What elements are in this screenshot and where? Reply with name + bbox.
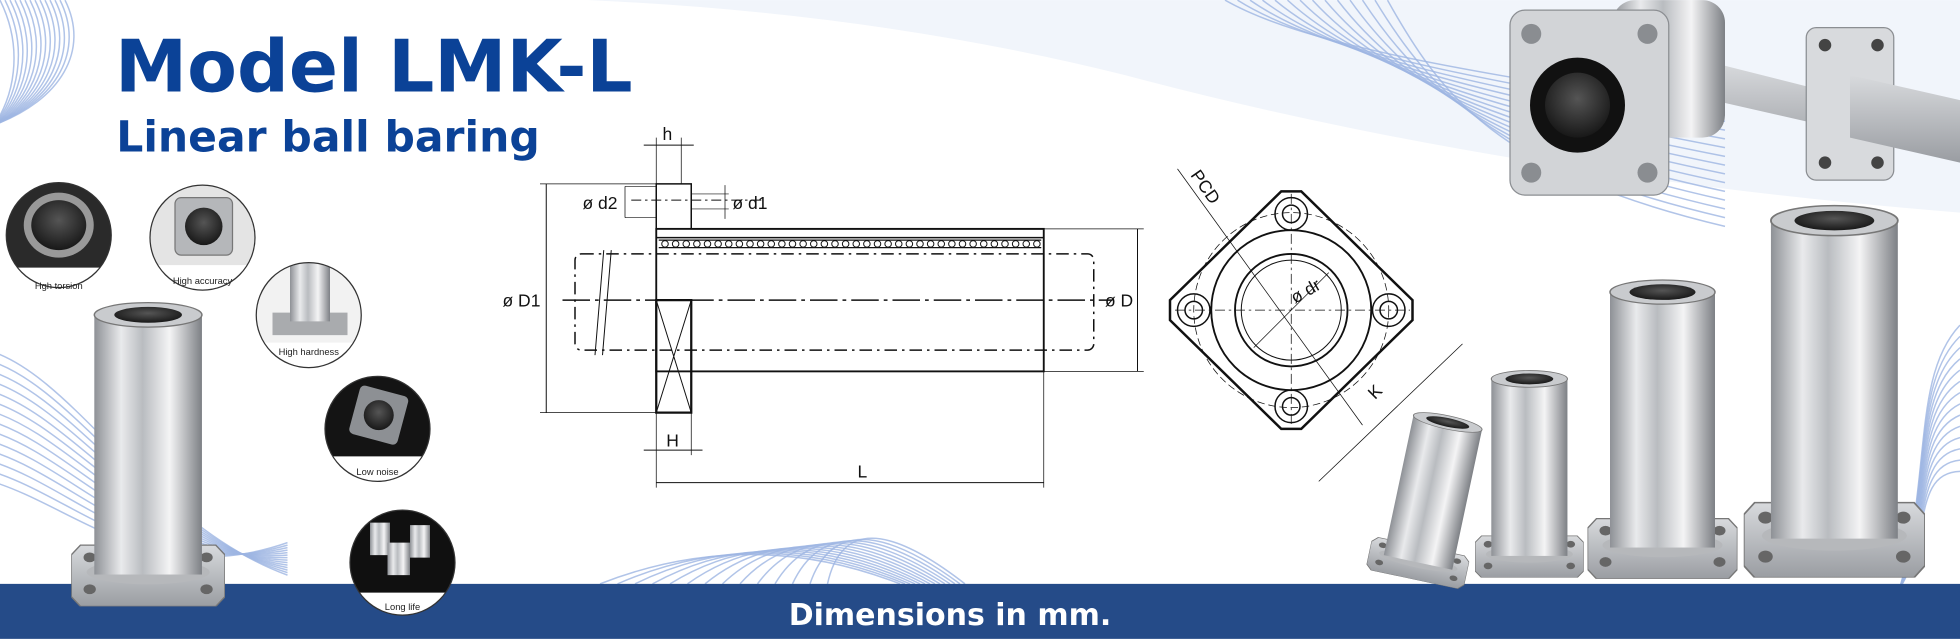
dim-label-d1: ø d1 bbox=[733, 193, 768, 213]
product-image-small bbox=[1475, 370, 1584, 578]
wave-line bbox=[0, 0, 70, 124]
wave-line bbox=[0, 0, 47, 123]
product-image-large bbox=[1743, 204, 1925, 578]
wave-line bbox=[1386, 0, 1726, 228]
ball-mark bbox=[1011, 240, 1020, 248]
dim-label-d2: ø d2 bbox=[583, 193, 618, 213]
side-view-drawing: h ø d2 ø d1 ø D1 ø D H L bbox=[503, 124, 1144, 488]
feature-label: Hgh torsion bbox=[35, 281, 83, 291]
ball-mark bbox=[990, 240, 999, 248]
ball-mark bbox=[735, 240, 744, 248]
dim-label-h: h bbox=[663, 124, 673, 144]
ball-mark bbox=[1001, 240, 1009, 248]
wave-line bbox=[0, 0, 15, 117]
ball-mark bbox=[831, 240, 839, 248]
page-title: Model LMK-L bbox=[115, 25, 633, 109]
ball-mark bbox=[788, 240, 797, 248]
wave-line bbox=[0, 0, 42, 122]
ball-mark bbox=[916, 240, 924, 248]
ball-mark bbox=[767, 240, 776, 248]
feature-low-noise: Low noise bbox=[324, 375, 431, 482]
feature-label: Low noise bbox=[356, 467, 398, 477]
ball-mark bbox=[682, 240, 691, 248]
wave-line bbox=[669, 548, 921, 585]
dim-label-L: L bbox=[858, 462, 868, 482]
product-image-medium bbox=[1587, 279, 1738, 579]
dim-label-D1: ø D1 bbox=[503, 290, 541, 310]
ball-mark bbox=[810, 240, 818, 248]
wave-line bbox=[0, 0, 38, 122]
feature-label: High hardness bbox=[279, 347, 340, 357]
ball-mark bbox=[969, 240, 977, 248]
footer-text: Dimensions in mm. bbox=[789, 598, 1112, 633]
dim-label-H: H bbox=[666, 430, 679, 450]
wave-line bbox=[0, 0, 61, 123]
ball-mark bbox=[714, 240, 722, 248]
wave-line bbox=[0, 0, 75, 124]
ball-mark bbox=[799, 240, 807, 248]
ball-mark bbox=[958, 240, 967, 248]
ball-mark bbox=[852, 240, 861, 248]
ball-mark bbox=[756, 240, 765, 248]
wave-line bbox=[0, 0, 33, 121]
ball-mark bbox=[1033, 240, 1041, 248]
wave-line bbox=[0, 0, 56, 123]
wave-line bbox=[0, 0, 28, 121]
wave-line bbox=[0, 0, 66, 124]
ball-mark bbox=[703, 240, 712, 248]
ball-mark bbox=[661, 240, 669, 248]
wave-line bbox=[826, 537, 966, 585]
ball-mark bbox=[980, 240, 988, 248]
ball-mark bbox=[1022, 240, 1031, 248]
ball-mark bbox=[905, 240, 914, 248]
footer-bar bbox=[0, 583, 1960, 639]
ball-mark bbox=[895, 240, 903, 248]
ball-mark bbox=[778, 240, 786, 248]
ball-mark bbox=[841, 240, 850, 248]
ball-mark bbox=[671, 240, 680, 248]
wave-line bbox=[0, 0, 24, 120]
feature-label: Long life bbox=[385, 602, 420, 612]
ball-mark bbox=[746, 240, 754, 248]
ball-mark bbox=[937, 240, 946, 248]
wave-line bbox=[0, 0, 51, 123]
product-image-flange-on-shaft bbox=[1509, 0, 1960, 196]
ball-mark bbox=[820, 240, 829, 248]
ball-mark bbox=[725, 240, 733, 248]
feature-label: High accuracy bbox=[173, 276, 233, 286]
page-subtitle: Linear ball baring bbox=[116, 113, 540, 162]
ball-mark bbox=[873, 240, 882, 248]
ball-mark bbox=[693, 240, 701, 248]
wave-line bbox=[0, 0, 19, 119]
ball-mark bbox=[863, 240, 871, 248]
ball-mark bbox=[884, 240, 892, 248]
dim-label-D: ø D bbox=[1105, 290, 1133, 310]
ball-mark bbox=[948, 240, 956, 248]
ball-mark bbox=[926, 240, 935, 248]
